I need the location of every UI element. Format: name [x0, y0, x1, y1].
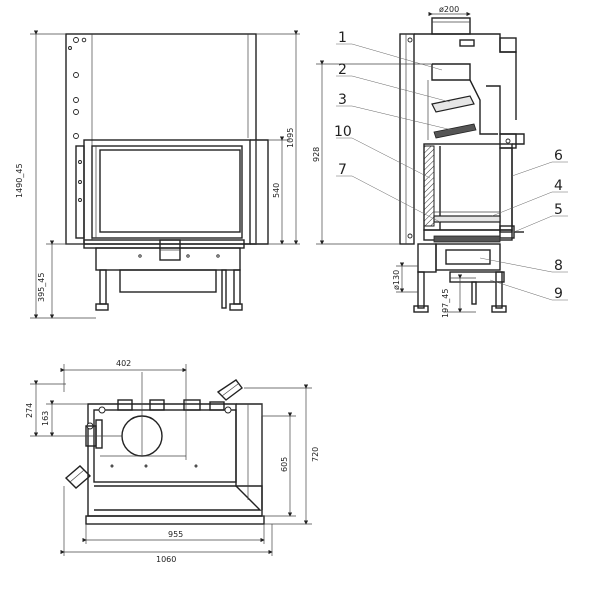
callout-5: 5	[554, 202, 563, 218]
dim-depth-274: 274	[25, 403, 34, 418]
top-view: 402 274 163 605 720 955 1060	[25, 359, 320, 564]
side-door-6	[499, 147, 513, 233]
dim-flue-offset: 402	[116, 359, 131, 368]
front-firebox-frame	[83, 139, 251, 245]
callout-6: 6	[554, 148, 563, 164]
side-base-7	[433, 235, 501, 243]
callout-9: 9	[554, 286, 563, 302]
dim-width-955: 955	[168, 530, 183, 539]
side-baffle-3	[433, 123, 477, 139]
front-rear-plate	[65, 33, 257, 245]
top-bracket-right	[216, 379, 243, 401]
callout-1: 1	[338, 30, 347, 46]
dim-width-1060: 1060	[156, 555, 176, 564]
side-flue-collar	[431, 17, 471, 35]
dim-height-928: 928	[312, 147, 321, 162]
front-ash-box	[119, 269, 217, 293]
dim-air-inlet-diameter: ø130	[392, 270, 401, 290]
side-baffle-2	[431, 95, 475, 113]
front-glass	[99, 149, 241, 233]
callout-4: 4	[554, 178, 563, 194]
dim-flue-diameter: ø200	[439, 5, 459, 14]
dim-air-inlet-height: 197_45	[441, 289, 450, 318]
callout-2: 2	[338, 62, 347, 78]
front-mounting-holes	[68, 37, 87, 139]
dim-overall-height: 1490_45	[15, 163, 24, 198]
dim-leg-height: 395_45	[37, 273, 46, 302]
dim-glass-height: 540	[272, 183, 281, 198]
dim-depth-163: 163	[41, 411, 50, 426]
top-bracket-left	[64, 465, 92, 489]
callout-3: 3	[338, 92, 347, 108]
callout-8: 8	[554, 258, 563, 274]
callout-10: 10	[334, 124, 352, 140]
side-rear-wall	[399, 33, 415, 245]
front-view: 1490_45 395_45 1095 540	[15, 30, 300, 319]
dim-cassette-height: 1095	[286, 128, 295, 148]
front-base-frame	[95, 247, 241, 271]
side-air-inlet-9	[449, 271, 505, 283]
side-grate-4	[433, 215, 501, 223]
callout-7: 7	[338, 162, 347, 178]
dim-depth-720: 720	[311, 447, 320, 462]
side-view: ø200 928 ø130 197_45 1 2	[312, 5, 568, 318]
dim-depth-605: 605	[280, 457, 289, 472]
side-insulation-10	[423, 145, 435, 227]
front-legs	[95, 269, 243, 311]
side-callout-leaders	[336, 43, 568, 301]
